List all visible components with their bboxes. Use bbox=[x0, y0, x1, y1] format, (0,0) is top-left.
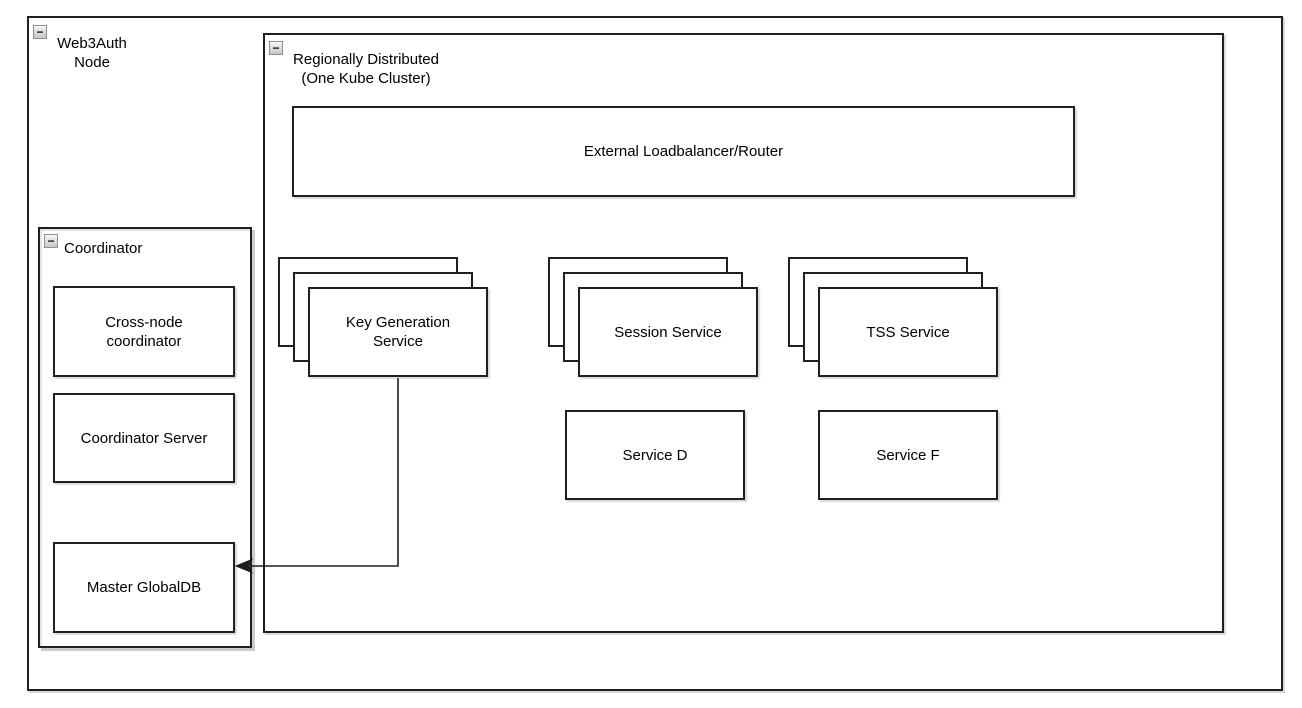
collapse-icon[interactable]: − bbox=[269, 41, 283, 55]
session-service-node[interactable]: Session Service bbox=[578, 287, 758, 377]
key-generation-service-stack: Key Generation Service bbox=[278, 257, 488, 377]
coordinator-label: Coordinator bbox=[64, 240, 143, 257]
cross-node-coordinator-node[interactable]: Cross-node coordinator bbox=[53, 286, 235, 377]
tss-service-stack: TSS Service bbox=[788, 257, 998, 377]
service-d-node[interactable]: Service D bbox=[565, 410, 745, 500]
web3auth-node-label: Web3Auth Node bbox=[57, 35, 127, 71]
coordinator-server-node[interactable]: Coordinator Server bbox=[53, 393, 235, 483]
master-globaldb-node[interactable]: Master GlobalDB bbox=[53, 542, 235, 633]
tss-service-node[interactable]: TSS Service bbox=[818, 287, 998, 377]
key-generation-service-node[interactable]: Key Generation Service bbox=[308, 287, 488, 377]
collapse-icon[interactable]: − bbox=[33, 25, 47, 39]
collapse-icon[interactable]: − bbox=[44, 234, 58, 248]
external-loadbalancer-node[interactable]: External Loadbalancer/Router bbox=[292, 106, 1075, 197]
regional-cluster-label: Regionally Distributed (One Kube Cluster… bbox=[293, 51, 439, 87]
session-service-stack: Session Service bbox=[548, 257, 758, 377]
service-f-node[interactable]: Service F bbox=[818, 410, 998, 500]
